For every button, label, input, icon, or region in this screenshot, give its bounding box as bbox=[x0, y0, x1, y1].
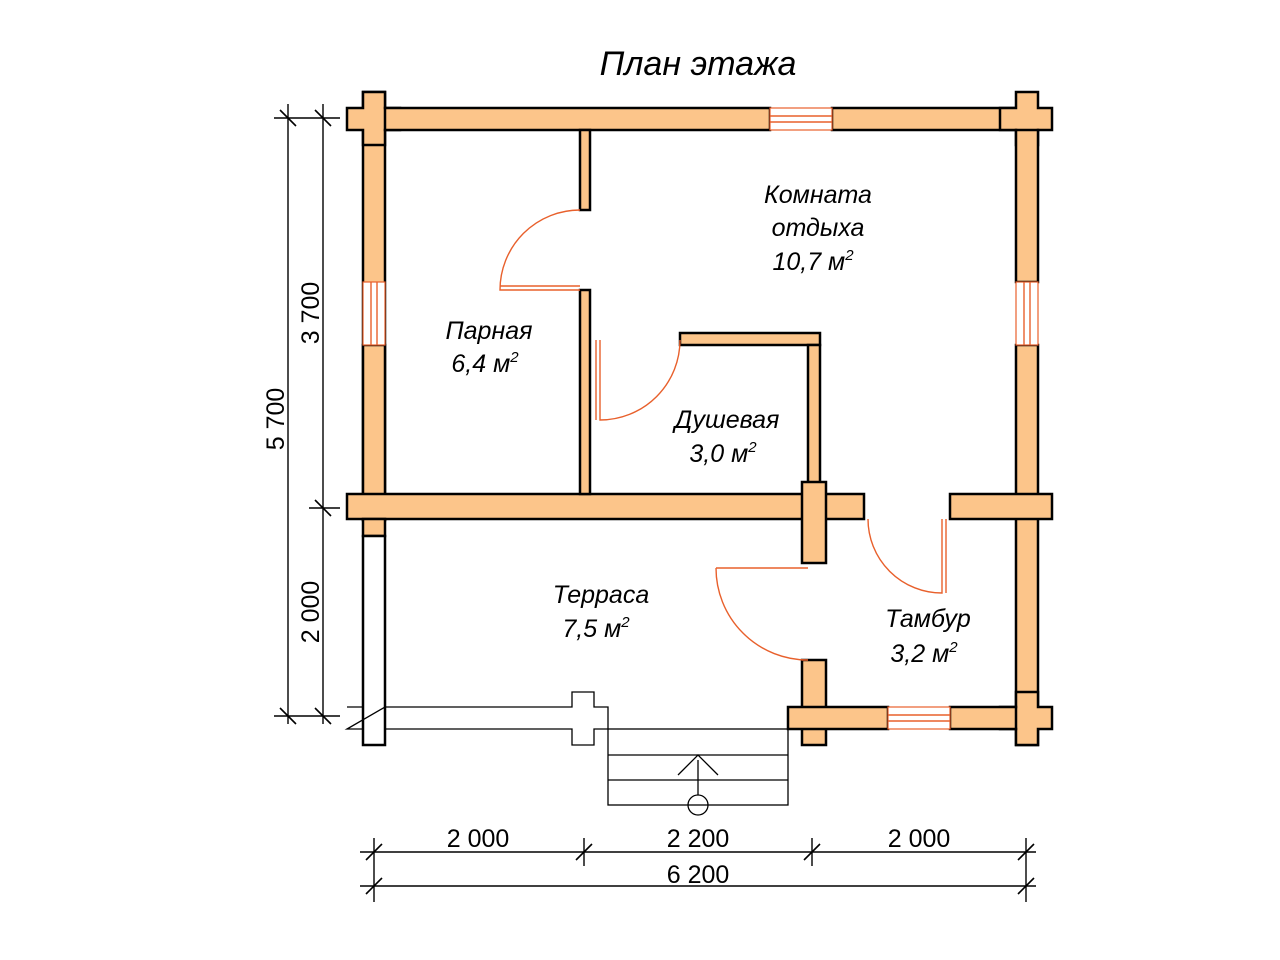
dim-left-lower: 2 000 bbox=[297, 581, 325, 644]
corner-mid-left bbox=[361, 517, 387, 538]
room-terrace-area: 7,5 м2 bbox=[562, 614, 630, 643]
room-labels: Комната отдыха 10,7 м2 Парная 6,4 м2 Душ… bbox=[446, 181, 971, 668]
partition-shower-right bbox=[806, 343, 822, 496]
window-right bbox=[1015, 281, 1039, 346]
doors bbox=[499, 209, 947, 661]
room-rest-line1: Комната bbox=[764, 181, 872, 209]
dim-left-upper: 3 700 bbox=[297, 282, 325, 345]
dim-total-height: 5 700 bbox=[262, 388, 290, 451]
wall-bottom-vest-right bbox=[948, 705, 1018, 731]
wall-middle-right bbox=[948, 492, 1054, 521]
room-rest-area: 10,7 м2 bbox=[772, 247, 854, 276]
dim-bottom-3: 2 000 bbox=[888, 825, 951, 853]
room-shower-name: Душевая bbox=[672, 406, 780, 434]
wall-right-lower bbox=[1014, 343, 1040, 747]
door-shower bbox=[599, 339, 681, 421]
room-vestibule-area: 3,2 м2 bbox=[890, 639, 958, 668]
door-steam bbox=[499, 209, 581, 291]
dim-bottom-1: 2 000 bbox=[447, 825, 510, 853]
railing-bottom bbox=[344, 691, 609, 746]
window-bottom bbox=[887, 706, 951, 730]
dim-bottom-2: 2 200 bbox=[667, 825, 730, 853]
room-shower-area: 3,0 м2 bbox=[689, 439, 757, 468]
wall-right-upper bbox=[1014, 128, 1040, 284]
room-steam-name: Парная bbox=[446, 317, 533, 345]
partition-steam-upper bbox=[578, 128, 592, 212]
partition-steam-lower bbox=[578, 288, 592, 496]
stairs-marker bbox=[687, 794, 709, 816]
wall-top-right bbox=[830, 106, 1018, 132]
stairs-outline bbox=[607, 728, 789, 806]
wall-bottom-vest-left bbox=[786, 705, 890, 731]
windows bbox=[362, 107, 1039, 730]
room-terrace-name: Терраса bbox=[553, 581, 650, 609]
partition-shower-top bbox=[678, 331, 822, 347]
room-steam-area: 6,4 м2 bbox=[451, 349, 519, 378]
dimensions-bottom: 2 000 2 200 2 000 6 200 bbox=[360, 825, 1036, 902]
dim-total-width: 6 200 bbox=[667, 861, 730, 889]
cross-middle bbox=[800, 480, 828, 565]
wall-middle bbox=[345, 492, 866, 521]
door-vestibule-top bbox=[867, 518, 943, 594]
window-top bbox=[769, 107, 833, 131]
room-rest-line2: отдыха bbox=[772, 214, 865, 242]
dimensions-left: 3 700 2 000 5 700 bbox=[262, 104, 340, 725]
walls bbox=[345, 90, 1054, 747]
wall-top-left bbox=[383, 106, 772, 132]
terrace-railing bbox=[344, 535, 609, 746]
plan-title: План этажа bbox=[600, 45, 797, 83]
stairs bbox=[607, 728, 789, 816]
door-terrace bbox=[715, 567, 809, 661]
railing-left bbox=[363, 535, 386, 707]
window-left bbox=[362, 281, 386, 346]
room-vestibule-name: Тамбур bbox=[885, 605, 971, 633]
vestibule-left-lower bbox=[800, 658, 828, 747]
